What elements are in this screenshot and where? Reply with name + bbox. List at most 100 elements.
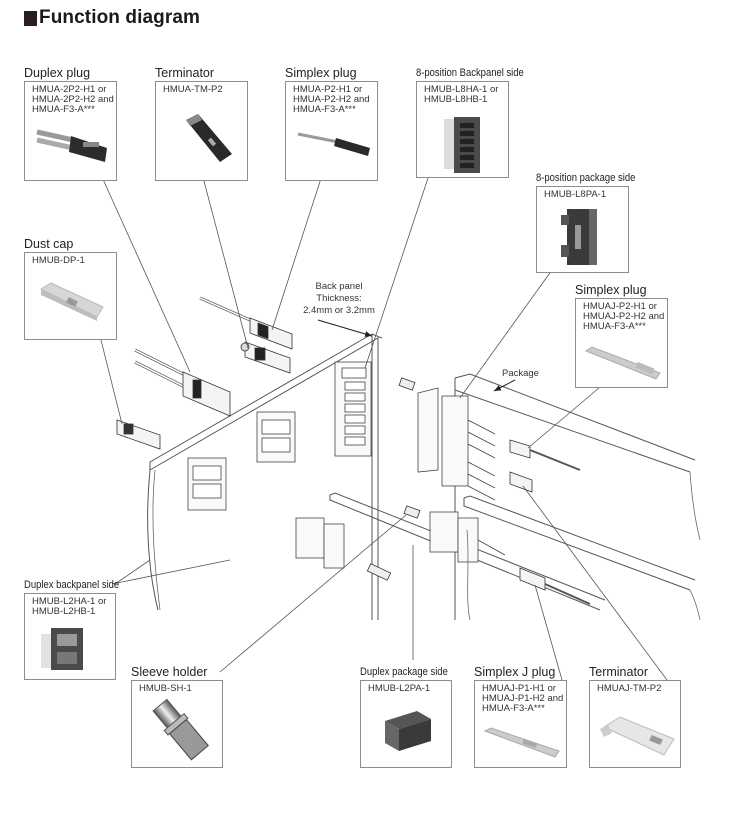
part-box: HMUB-L8PA-1	[536, 186, 629, 273]
part-code-line: HMUB-L2HB-1	[32, 606, 96, 617]
part-label: Sleeve holder	[131, 665, 208, 679]
part-box: HMUA-P2-H1 or HMUA-P2-H2 and HMUA-F3-A**…	[285, 81, 378, 181]
terminator-icon	[600, 716, 675, 756]
part-code: HMUB-L8HA-1 or HMUB-L8HB-1	[417, 82, 508, 105]
page-title: Function diagram	[24, 7, 200, 29]
part-simplex-j-plug: Simplex J plug HMUAJ-P1-H1 or HMUAJ-P1-H…	[474, 665, 567, 768]
8-position-backpanel-connector-icon	[444, 117, 480, 173]
duplex-plug-icon	[36, 129, 107, 162]
back-panel-note-line: Thickness:	[316, 293, 362, 304]
part-code: HMUB-L2PA-1	[361, 681, 451, 694]
leader-lines	[96, 162, 668, 681]
part-box: HMUB-L2PA-1	[360, 680, 452, 768]
part-8-position-package: 8-position package side HMUB-L8PA-1	[536, 171, 652, 273]
part-box: HMUB-L2HA-1 or HMUB-L2HB-1	[24, 593, 116, 680]
part-code-line: HMUB-L8HA-1 or	[424, 84, 499, 95]
part-code: HMUA-TM-P2	[156, 82, 247, 95]
part-code: HMUB-L2HA-1 or HMUB-L2HB-1	[25, 594, 115, 617]
part-label: Terminator	[589, 665, 649, 679]
dust-cap-icon	[39, 282, 104, 321]
part-code-line: HMUA-P2-H2 and	[293, 94, 370, 105]
back-panel-arrow	[317, 319, 373, 337]
part-box: HMUA-TM-P2	[155, 81, 248, 181]
part-code-line: HMUAJ-TM-P2	[597, 683, 662, 694]
part-duplex-backpanel: Duplex backpanel side HMUB-L2HA-1 or HMU…	[24, 578, 135, 680]
part-duplex-package: Duplex package side HMUB-L2PA-1	[360, 665, 462, 768]
duplex-package-drawing	[295, 511, 506, 569]
part-box: HMUB-SH-1	[131, 680, 223, 768]
back-panel	[147, 333, 383, 620]
part-code-line: HMUA-2P2-H2 and	[32, 94, 114, 105]
package-arrow	[493, 379, 516, 392]
part-box: HMUAJ-P2-H1 or HMUAJ-P2-H2 and HMUA-F3-A…	[575, 298, 668, 388]
part-dust-cap: Dust cap HMUB-DP-1	[24, 237, 117, 340]
part-code-line: HMUAJ-P2-H2 and	[583, 311, 665, 322]
part-code-line: HMUB-L2PA-1	[368, 683, 431, 694]
part-label: Simplex J plug	[474, 665, 556, 679]
part-duplex-plug: Duplex plug HMUA-2P2-H1 or HMUA-2P2-H2 a…	[24, 66, 117, 181]
part-code-line: HMUA-P2-H1 or	[293, 84, 363, 95]
lower-board	[329, 492, 696, 611]
part-terminator: Terminator HMUA-TM-P2	[155, 66, 248, 181]
8-position-package-drawing	[417, 387, 496, 501]
package-note: Package	[502, 368, 539, 379]
8-position-package-connector-icon	[561, 209, 597, 265]
part-code-line: HMUA-F3-A***	[583, 321, 646, 332]
part-code: HMUAJ-P1-H1 or HMUAJ-P1-H2 and HMUA-F3-A…	[475, 681, 566, 714]
dust-cap-drawing	[116, 419, 161, 450]
duplex-plug-drawing	[134, 348, 231, 417]
sleeve-holder-icon	[152, 698, 209, 761]
right-plugs-drawing	[509, 439, 591, 605]
part-box: HMUA-2P2-H1 or HMUA-2P2-H2 and HMUA-F3-A…	[24, 81, 117, 181]
back-panel-note-line: 2.4mm or 3.2mm	[303, 305, 375, 316]
part-code-line: HMUAJ-P1-H2 and	[482, 693, 564, 704]
part-label: 8-position Backpanel side	[416, 67, 524, 79]
part-label: Duplex plug	[24, 66, 91, 80]
part-code: HMUAJ-P2-H1 or HMUAJ-P2-H2 and HMUA-F3-A…	[576, 299, 667, 332]
part-simplex-plug-j: Simplex plug HMUAJ-P2-H1 or HMUAJ-P2-H2 …	[575, 283, 668, 388]
part-label: Dust cap	[24, 237, 74, 251]
part-code: HMUB-DP-1	[25, 253, 116, 266]
duplex-backpanel-connector-icon	[41, 628, 83, 670]
part-terminator-j: Terminator HMUAJ-TM-P2	[589, 665, 681, 768]
part-code-line: HMUB-SH-1	[139, 683, 192, 694]
part-code-line: HMUB-L2HA-1 or	[32, 596, 107, 607]
package-board	[454, 373, 696, 620]
title-bullet-icon	[24, 10, 37, 26]
part-code-line: HMUA-F3-A***	[482, 703, 545, 714]
simplex-plug-icon	[584, 346, 661, 380]
part-label: Duplex backpanel side	[24, 579, 120, 591]
part-code: HMUB-L8PA-1	[537, 187, 628, 200]
part-label: Simplex plug	[575, 283, 647, 297]
title-text: Function diagram	[39, 7, 200, 28]
part-code-line: HMUA-F3-A***	[293, 104, 356, 115]
part-simplex-plug: Simplex plug HMUA-P2-H1 or HMUA-P2-H2 an…	[285, 66, 378, 181]
part-code: HMUA-P2-H1 or HMUA-P2-H2 and HMUA-F3-A**…	[286, 82, 377, 115]
part-sleeve-holder: Sleeve holder HMUB-SH-1	[131, 665, 223, 768]
part-box: HMUB-L8HA-1 or HMUB-L8HB-1	[416, 81, 509, 178]
part-code-line: HMUAJ-P2-H1 or	[583, 301, 657, 312]
duplex-backpanel-drawing	[187, 411, 296, 511]
part-box: HMUB-DP-1	[24, 252, 117, 340]
duplex-package-connector-icon	[385, 711, 431, 751]
part-code-line: HMUB-L8PA-1	[544, 189, 607, 200]
sleeve-drawings	[366, 377, 421, 581]
part-label: Duplex package side	[360, 666, 448, 678]
part-code: HMUA-2P2-H1 or HMUA-2P2-H2 and HMUA-F3-A…	[25, 82, 116, 115]
terminator-icon	[186, 114, 232, 162]
cables	[152, 469, 701, 621]
part-code-line: HMUAJ-P1-H1 or	[482, 683, 556, 694]
part-8-position-backpanel: 8-position Backpanel side HMUB-L8HA-1 or…	[416, 66, 541, 178]
part-code-line: HMUB-L8HB-1	[424, 94, 488, 105]
back-panel-note-line: Back panel	[315, 281, 363, 292]
part-code: HMUAJ-TM-P2	[590, 681, 680, 694]
part-box: HMUAJ-TM-P2	[589, 680, 681, 768]
back-panel-note: Back panel Thickness: 2.4mm or 3.2mm	[298, 281, 380, 317]
part-code-line: HMUA-F3-A***	[32, 104, 95, 115]
part-label: 8-position package side	[536, 172, 636, 184]
part-code-line: HMUA-2P2-H1 or	[32, 84, 107, 95]
simplex-j-plug-icon	[483, 727, 560, 758]
simplex-plug-icon	[297, 132, 370, 156]
part-code-line: HMUB-DP-1	[32, 255, 85, 266]
